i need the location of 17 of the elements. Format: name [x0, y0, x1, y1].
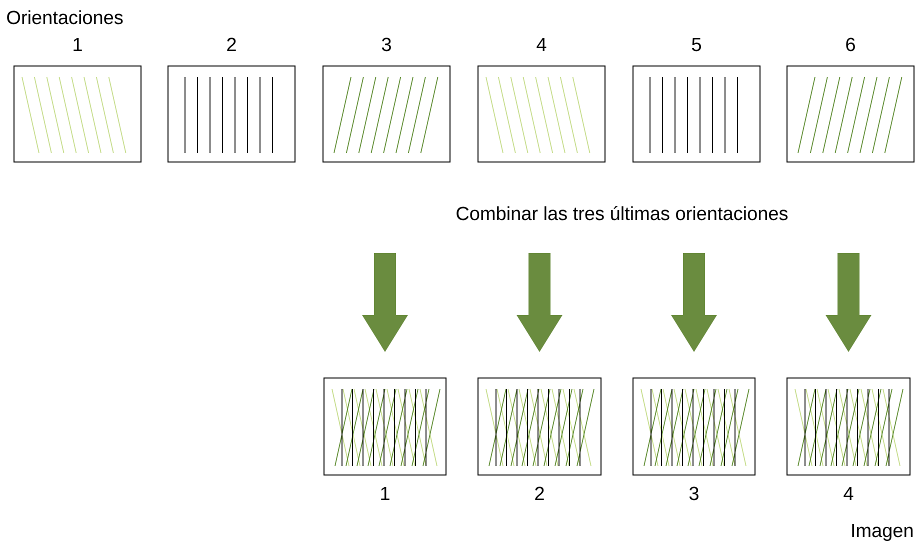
- block-arrow: [362, 253, 408, 352]
- text-label: Imagen: [852, 524, 913, 541]
- number-label: 5: [692, 38, 701, 52]
- block-arrow: [516, 253, 562, 352]
- number-label: 6: [846, 38, 855, 52]
- number-label: 4: [844, 486, 854, 500]
- text-label: Combinar las tres últimas orientaciones: [456, 206, 788, 220]
- block-arrow: [671, 253, 717, 352]
- text-label: Orientaciones: [7, 10, 123, 24]
- number-label: 3: [382, 38, 391, 52]
- number-label: 1: [381, 486, 390, 500]
- number-label: 1: [74, 38, 82, 51]
- number-label: 2: [227, 38, 236, 51]
- number-label: 2: [535, 486, 544, 500]
- block-arrow: [826, 253, 872, 352]
- number-label: 4: [536, 38, 546, 51]
- number-label: 3: [689, 486, 698, 500]
